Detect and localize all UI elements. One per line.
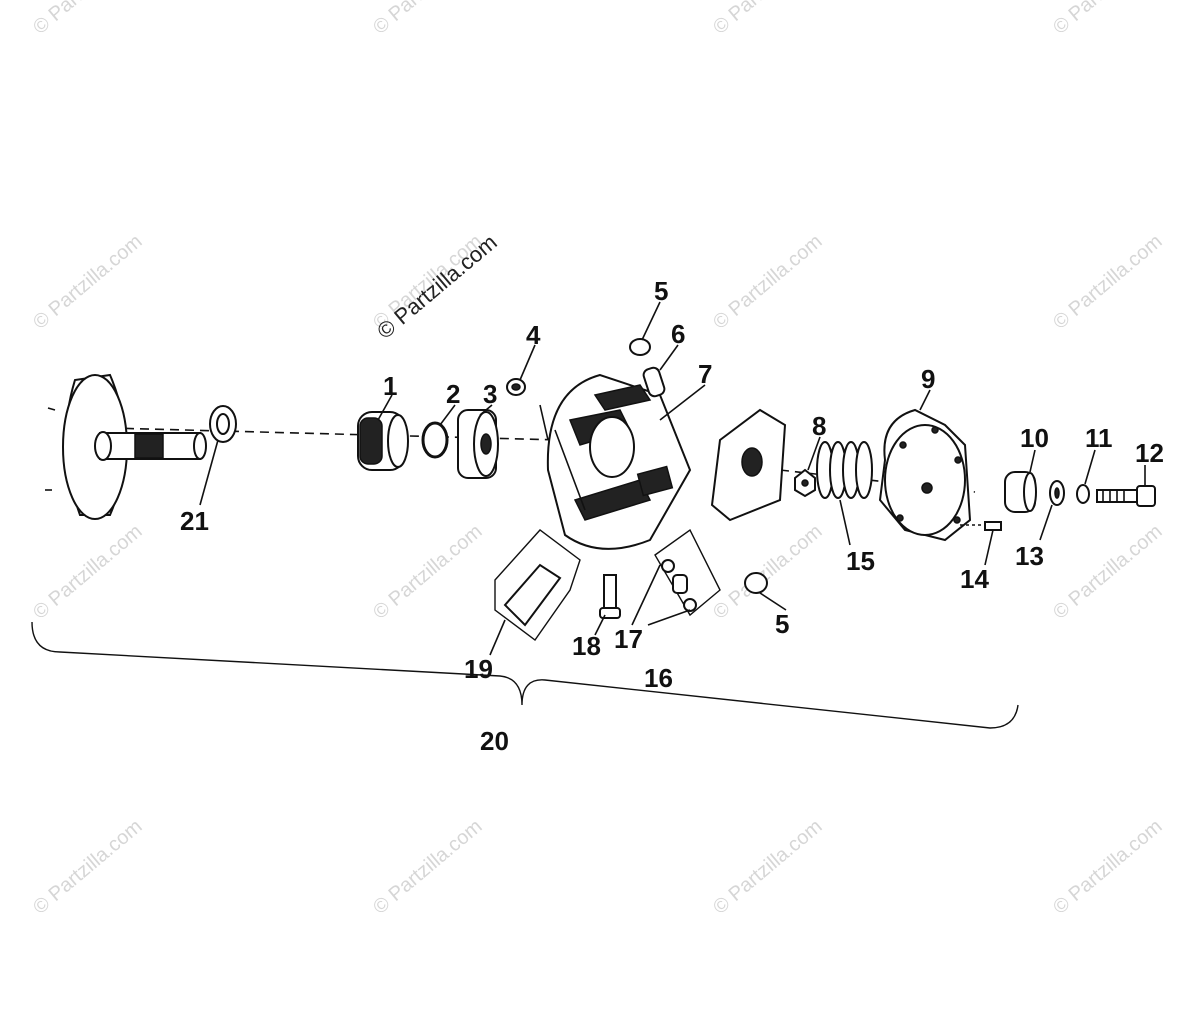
watermark-tile: © Partzilla.com bbox=[709, 815, 826, 918]
part-2-oring bbox=[421, 421, 449, 459]
callout-14: 14 bbox=[960, 564, 989, 594]
callout-3: 3 bbox=[483, 379, 497, 409]
part-shaft-sheave bbox=[45, 373, 207, 520]
part-5-button-top bbox=[629, 338, 651, 356]
assembly-bracket bbox=[31, 621, 1019, 729]
callout-7: 7 bbox=[698, 359, 712, 389]
callout-18: 18 bbox=[572, 631, 601, 661]
callout-20: 20 bbox=[480, 726, 509, 756]
part-moveable-sheave bbox=[546, 373, 692, 550]
watermark-tile: © Partzilla.com bbox=[369, 0, 486, 39]
callouts: 1 2 3 4 5 6 7 8 9 10 11 12 13 14 15 5 16… bbox=[180, 276, 1164, 756]
watermark-tile: © Partzilla.com bbox=[29, 0, 146, 39]
watermark-tile: © Partzilla.com bbox=[369, 520, 486, 623]
part-12-bolt bbox=[1096, 485, 1156, 507]
callout-15: 15 bbox=[846, 546, 875, 576]
part-13-washer bbox=[1049, 480, 1065, 506]
watermark-tile: © Partzilla.com bbox=[709, 520, 826, 623]
callout-13: 13 bbox=[1015, 541, 1044, 571]
part-9-cover bbox=[878, 408, 972, 542]
watermark-tile: © Partzilla.com bbox=[709, 0, 826, 39]
part-16-17-rollers bbox=[654, 528, 721, 617]
watermark-tile: © Partzilla.com bbox=[29, 520, 146, 623]
watermark-tile: © Partzilla.com bbox=[1049, 520, 1166, 623]
watermark-tile: © Partzilla.com bbox=[1049, 0, 1166, 39]
callout-11: 11 bbox=[1085, 423, 1113, 453]
callout-19: 19 bbox=[464, 654, 493, 684]
part-15-spring bbox=[816, 441, 873, 499]
part-1-bearing bbox=[357, 411, 409, 471]
callout-9: 9 bbox=[921, 364, 935, 394]
callout-16: 16 bbox=[644, 663, 673, 693]
part-11-lockwasher bbox=[1076, 484, 1090, 504]
watermark-tile: © Partzilla.com bbox=[1049, 230, 1166, 333]
callout-17: 17 bbox=[614, 624, 643, 654]
part-10-bushing bbox=[1004, 471, 1037, 513]
callout-2: 2 bbox=[446, 379, 460, 409]
watermark-main: © Partzilla.com bbox=[372, 229, 502, 343]
callout-8: 8 bbox=[812, 411, 826, 441]
callout-5-top: 5 bbox=[654, 276, 668, 306]
part-4-nut bbox=[506, 378, 526, 396]
part-19-button-shoe bbox=[494, 529, 581, 641]
leader-lines bbox=[199, 301, 1146, 656]
watermark-tile: © Partzilla.com bbox=[709, 230, 826, 333]
part-6-pin bbox=[642, 366, 666, 398]
callout-12: 12 bbox=[1135, 438, 1164, 468]
watermark-tile: © Partzilla.com bbox=[29, 815, 146, 918]
callout-1: 1 bbox=[383, 371, 397, 401]
callout-4: 4 bbox=[526, 320, 541, 350]
part-3-spacer bbox=[457, 409, 499, 479]
watermark-tile: © Partzilla.com bbox=[1049, 815, 1166, 918]
part-5-button-bottom bbox=[744, 572, 768, 594]
watermark-tile: © Partzilla.com bbox=[29, 230, 146, 333]
part-8-nut bbox=[794, 468, 816, 498]
watermark-tile: © Partzilla.com bbox=[369, 815, 486, 918]
part-18-bolt bbox=[599, 574, 621, 619]
callout-21: 21 bbox=[180, 506, 209, 536]
part-7-spider bbox=[710, 408, 787, 522]
callout-10: 10 bbox=[1020, 423, 1049, 453]
callout-6: 6 bbox=[671, 319, 685, 349]
callout-5-bottom: 5 bbox=[775, 609, 789, 639]
part-21-washer bbox=[209, 405, 237, 443]
